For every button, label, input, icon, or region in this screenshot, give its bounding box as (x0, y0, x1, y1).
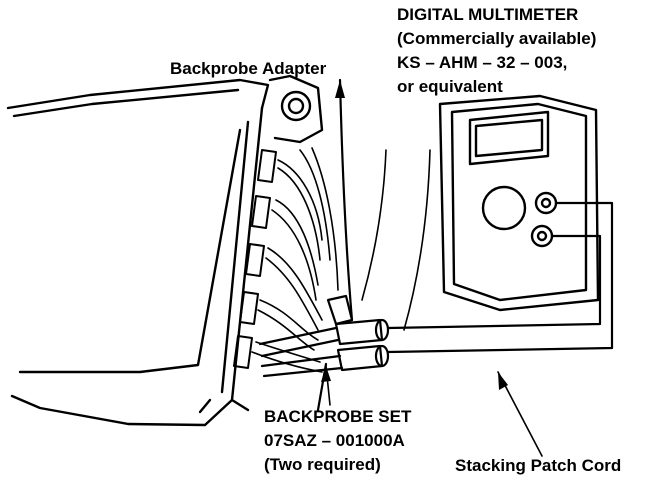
stacking-patch-cord (386, 201, 614, 354)
backprobe-set-label-line1: BACKPROBE SET (264, 407, 412, 426)
backprobe-set-label-line2: 07SAZ – 001000A (264, 431, 405, 450)
backprobe-probes (258, 78, 390, 412)
backprobe-set-label-line3: (Two required) (264, 455, 381, 474)
backprobe-set-label: BACKPROBE SET 07SAZ – 001000A (Two requi… (264, 408, 411, 480)
multimeter-label-line2: (Commercially available) (397, 29, 597, 48)
multimeter-label: DIGITAL MULTIMETER (Commercially availab… (397, 6, 596, 102)
multimeter-label-line3: KS – AHM – 32 – 003, (397, 53, 568, 72)
arrowheads (321, 80, 508, 390)
digital-multimeter (438, 94, 600, 312)
backprobe-adapter-label: Backprobe Adapter (170, 59, 327, 78)
wire-harness (251, 147, 431, 373)
stacking-patch-cord-label: Stacking Patch Cord (455, 456, 622, 475)
ecu-housing (6, 74, 324, 427)
ecu-connector (233, 149, 277, 369)
multimeter-label-line4: or equivalent (397, 77, 503, 96)
multimeter-label-line1: DIGITAL MULTIMETER (397, 5, 579, 24)
